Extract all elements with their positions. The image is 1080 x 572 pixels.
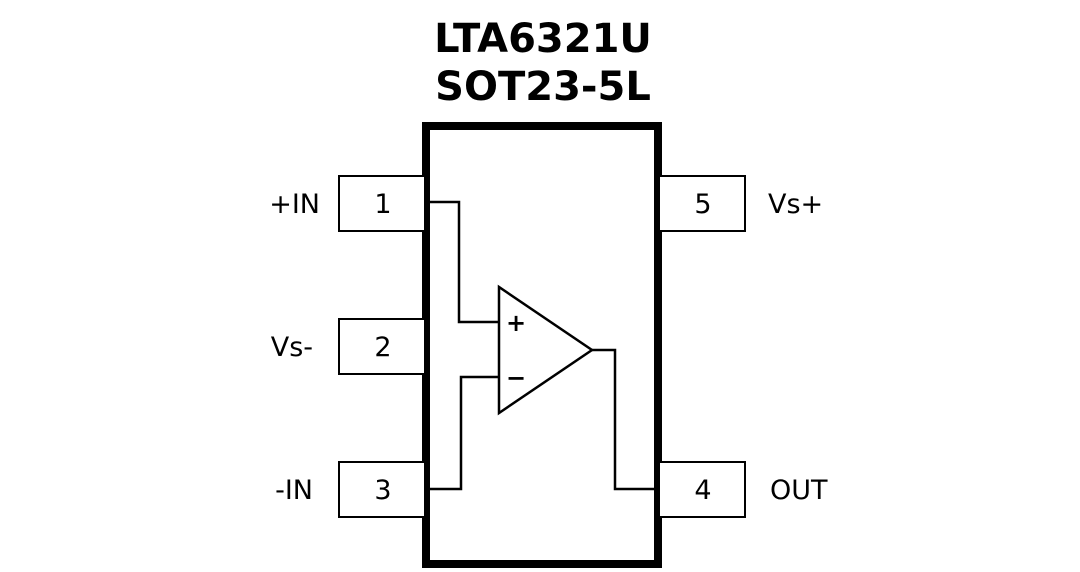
pin-1-box: [338, 175, 426, 232]
pin-4-label: OUT: [770, 475, 828, 506]
pin-3-number: 3: [374, 475, 391, 506]
wire-output: [592, 348, 656, 491]
inverting-sign: −: [506, 364, 526, 392]
pin-2-number: 2: [374, 332, 391, 363]
pin-2-box: [338, 318, 426, 375]
pin-1-label: +IN: [269, 189, 320, 220]
pin-4-number: 4: [694, 475, 711, 506]
pin-3-box: [338, 461, 426, 518]
pin-5-label: Vs+: [768, 189, 823, 220]
pin-3-label: -IN: [275, 475, 313, 506]
pin-1-number: 1: [374, 189, 391, 220]
package-title: SOT23-5L: [435, 64, 651, 110]
pin-5-number: 5: [694, 189, 711, 220]
pin-4-box: [658, 461, 746, 518]
wire-inverting-input: [430, 375, 499, 491]
noninverting-sign: +: [506, 309, 526, 337]
part-number-title: LTA6321U: [434, 16, 652, 62]
pin-5-box: [658, 175, 746, 232]
op-amp-triangle-icon: [497, 284, 595, 416]
pin-2-label: Vs-: [271, 332, 313, 363]
wire-noninverting-input: [430, 200, 499, 324]
